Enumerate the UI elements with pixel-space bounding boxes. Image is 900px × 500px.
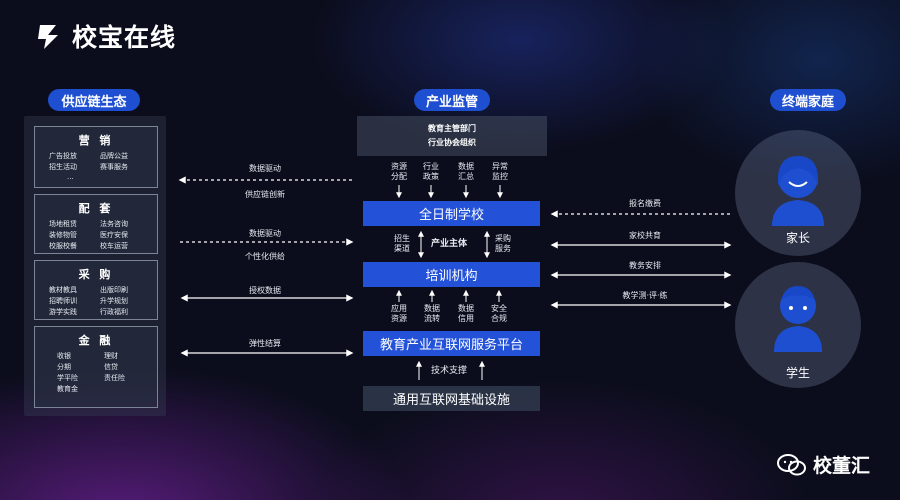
box-item: 装修物管: [49, 231, 77, 239]
box-procurement: 采 购 教材教具 出版印刷 招聘师训 升学规划 游学实践 行政福利: [34, 260, 158, 320]
box-item: 校车运营: [100, 242, 128, 250]
logo-text: 校宝在线: [72, 23, 177, 52]
box-item: 信贷: [104, 363, 118, 371]
box-item: 赛事服务: [100, 163, 128, 171]
service-label: 数据 信用: [458, 304, 474, 323]
box-item: 教育金: [57, 385, 78, 393]
box-item: 出版印刷: [100, 286, 128, 294]
supervision-label: 行业 政策: [423, 162, 439, 181]
box-item: 分期: [57, 363, 71, 371]
supervision-label: 数据 汇总: [458, 162, 474, 181]
parent-avatar-icon: [772, 156, 824, 226]
box-item: 校服校餐: [49, 242, 77, 250]
box-item: 招聘师训: [49, 297, 77, 305]
student-circle: [735, 262, 861, 388]
right-arrow-label: 报名缴费: [629, 199, 661, 208]
supervision-label: 异常 监控: [492, 162, 508, 181]
box-item: 招生活动: [49, 163, 77, 171]
infrastructure-box: 通用互联网基础设施: [363, 386, 540, 411]
box-facilities: 配 套 场地租赁 法务咨询 装修物管 医疗安保 校服校餐 校车运营: [34, 194, 158, 254]
box-title: 营 销: [78, 134, 114, 147]
link-label-right: 采购 服务: [495, 234, 511, 253]
service-label: 安全 合规: [491, 304, 507, 323]
box-marketing: 营 销 广告投放 品牌公益 招生活动 赛事服务 ...: [34, 126, 158, 188]
box-item: 行政福利: [100, 308, 128, 316]
box-item: 场地租赁: [49, 220, 77, 228]
wechat-icon: [776, 453, 806, 475]
box-item: ...: [67, 173, 74, 181]
box-item: 学平险: [57, 374, 78, 382]
regulator-line: 教育主管部门: [428, 124, 476, 133]
link-label-left: 招生 渠道: [394, 234, 410, 253]
platform-box: 教育产业互联网服务平台: [363, 331, 540, 356]
box-item: 法务咨询: [100, 220, 128, 228]
left-arrow-bottom-label: 个性化供给: [245, 252, 285, 261]
logo: 校宝在线: [34, 18, 176, 54]
box-item: 升学规划: [100, 297, 128, 305]
box-item: 责任险: [104, 374, 125, 382]
section-regulation: 产业监管: [414, 89, 490, 111]
box-title: 金 融: [78, 334, 114, 347]
service-label: 应用 资源: [391, 304, 407, 323]
right-arrow-label: 家校共育: [629, 231, 661, 240]
box-item: 教材教具: [49, 286, 77, 294]
left-arrow-top-label: 数据驱动: [249, 229, 281, 238]
tech-support-label: 技术支撑: [431, 366, 468, 376]
fulltime-school-box: 全日制学校: [363, 201, 540, 226]
supervision-label: 资源 分配: [391, 162, 407, 181]
box-item: 理财: [104, 352, 118, 360]
watermark: 校董汇: [776, 451, 870, 478]
service-label: 数据 流转: [424, 304, 440, 323]
box-item: 游学实践: [49, 308, 77, 316]
left-arrow-top-label: 弹性结算: [249, 339, 281, 348]
left-arrow-top-label: 数据驱动: [249, 164, 281, 173]
box-item: 医疗安保: [100, 231, 128, 239]
box-title: 采 购: [78, 268, 114, 281]
box-title: 配 套: [78, 202, 114, 215]
watermark-text: 校董汇: [812, 455, 870, 477]
section-supply-chain: 供应链生态: [48, 89, 140, 111]
box-item: 收银: [57, 352, 71, 360]
right-arrow-label: 教学测·评·练: [622, 291, 668, 300]
parent-circle: [735, 130, 861, 256]
regulators-box: 教育主管部门 行业协会组织: [357, 116, 547, 156]
box-finance: 金 融 收银 理财 分期 信贷 学平险 责任险 教育金: [34, 326, 158, 408]
student-avatar-icon: [774, 286, 822, 352]
section-family: 终端家庭: [770, 89, 846, 111]
regulator-line: 行业协会组织: [428, 138, 476, 147]
logo-mark-icon: [38, 25, 58, 49]
link-label-center: 产业主体: [431, 239, 468, 249]
training-institution-box: 培训机构: [363, 262, 540, 287]
box-item: 广告投放: [49, 152, 77, 160]
student-label: 学生: [785, 366, 810, 380]
right-arrow-label: 教务安排: [629, 261, 661, 270]
left-arrow-bottom-label: 供应链创新: [245, 190, 285, 199]
left-arrow-top-label: 授权数据: [249, 286, 281, 295]
box-item: 品牌公益: [100, 152, 128, 160]
parent-label: 家长: [785, 231, 810, 245]
